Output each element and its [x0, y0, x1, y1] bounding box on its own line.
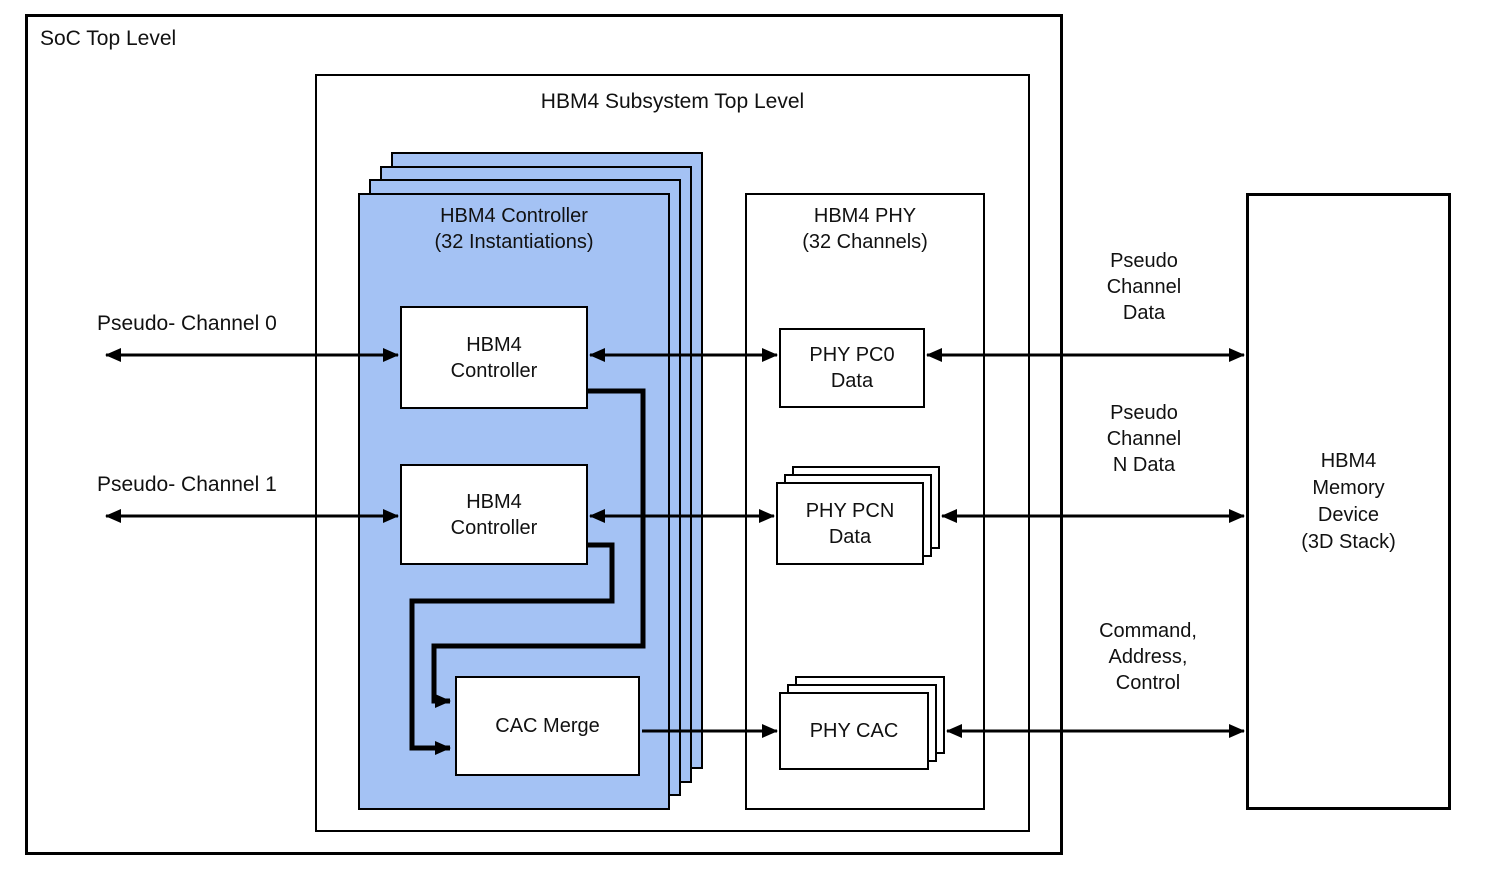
cac-merge-box: CAC Merge [455, 676, 640, 776]
soc-top-level-label: SoC Top Level [40, 27, 177, 50]
hbm4-controller-pc0-box: HBM4 Controller [400, 306, 588, 409]
phy-cac-box: PHY CAC [779, 692, 929, 770]
hbm4-memory-device-box: HBM4 Memory Device (3D Stack) [1246, 193, 1451, 810]
hbm4-subsystem-label: HBM4 Subsystem Top Level [540, 90, 805, 113]
pseudo-channel-data-label: Pseudo Channel Data [1106, 250, 1182, 324]
phy-pcn-data-box: PHY PCN Data [776, 482, 924, 565]
pseudo-channel-1-label: Pseudo- Channel 1 [97, 473, 277, 496]
phy-pc0-data-box: PHY PC0 Data [779, 328, 925, 408]
controller-stack-title: HBM4 Controller (32 Instantiations) [434, 205, 594, 253]
soc-top-level-box: SoC Top Level [25, 14, 1063, 855]
hbm4-controller-pc1-box: HBM4 Controller [400, 464, 588, 565]
command-address-control-label: Command, Address, Control [1099, 620, 1197, 694]
pseudo-channel-n-data-label: Pseudo Channel N Data [1106, 402, 1182, 476]
pseudo-channel-0-label: Pseudo- Channel 0 [97, 312, 277, 335]
hbm4-subsystem-box: HBM4 Subsystem Top Level [315, 74, 1030, 832]
hbm4-phy-label: HBM4 PHY (32 Channels) [802, 205, 928, 253]
